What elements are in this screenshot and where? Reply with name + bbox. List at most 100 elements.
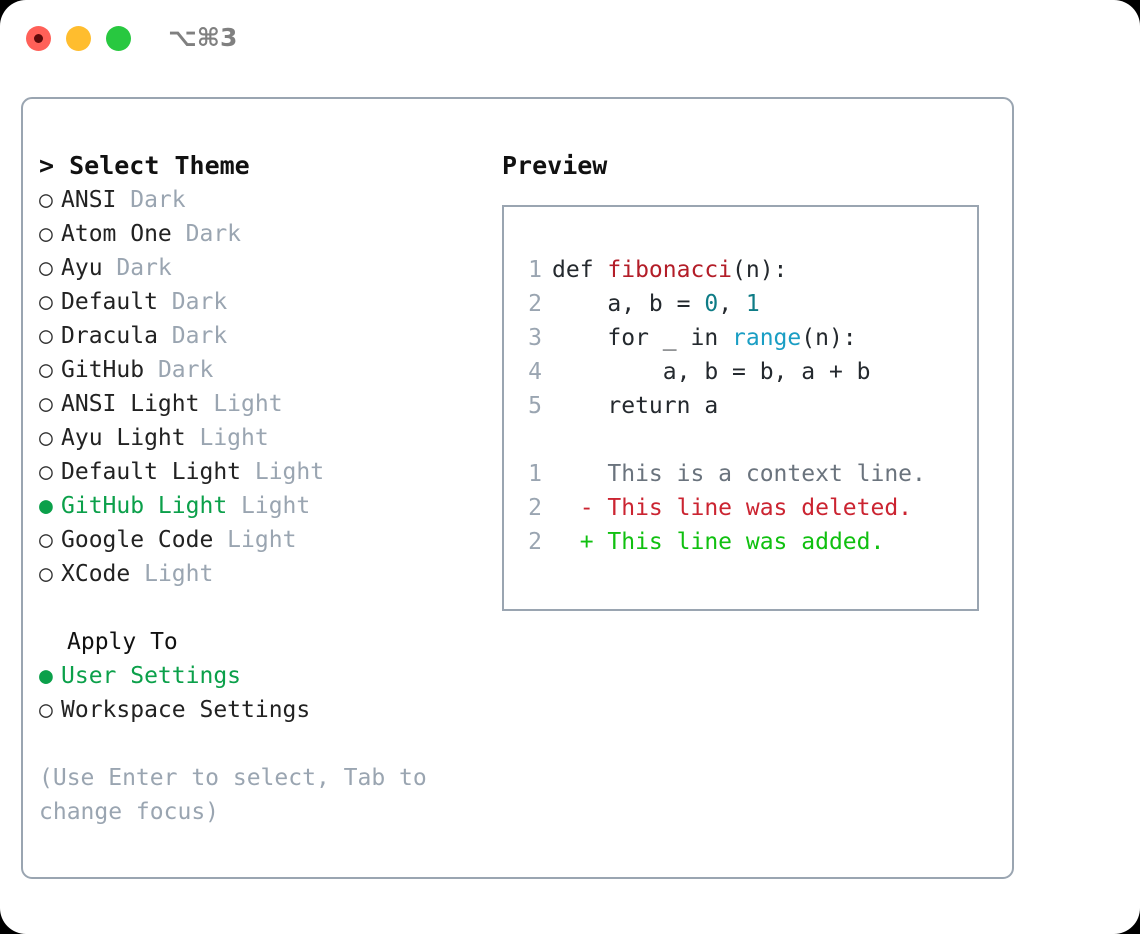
title-bar: ⌥⌘3 [0,0,1140,78]
code-token: 0 [704,291,719,317]
theme-list-item[interactable]: ○ Google Code Light [39,523,489,557]
radio-unselected-icon: ○ [39,425,53,451]
line-number: 2 [528,291,542,317]
code-line: 3 for _ in range(n): [516,321,973,355]
radio-unselected-icon: ○ [39,459,53,485]
theme-variant-badge: Light [213,527,297,553]
apply-to-option-label: User Settings [61,663,242,689]
theme-list-item[interactable]: ○ ANSI Light Light [39,387,489,421]
line-number: 2 [528,495,542,521]
radio-unselected-icon: ○ [39,221,53,247]
keyboard-hint-text: (Use Enter to select, Tab to change focu… [39,765,427,825]
code-token: a, b = b, a + b [662,359,871,385]
theme-variant-badge: Light [199,391,283,417]
code-indent [552,359,663,385]
diff-line: 2 - This line was deleted. [516,491,973,525]
radio-unselected-icon: ○ [39,391,53,417]
code-line: 5 return a [516,389,973,423]
theme-variant-badge: Dark [116,187,186,213]
theme-variant-badge: Light [241,459,325,485]
line-number: 5 [528,393,542,419]
diff-line: 1 This is a context line. [516,457,973,491]
radio-unselected-icon: ○ [39,561,53,587]
theme-list-item[interactable]: ○ Default Dark [39,285,489,319]
radio-unselected-icon: ○ [39,187,53,213]
page-title: > Select Theme [39,151,250,180]
code-token: range [732,325,802,351]
line-number: 1 [528,461,542,487]
theme-list-item[interactable]: ○ Default Light Light [39,455,489,489]
theme-variant-badge: Dark [144,357,214,383]
maximize-button-icon[interactable] [106,26,131,51]
diff-del-text: - This line was deleted. [552,495,913,521]
theme-variant-badge: Dark [102,255,172,281]
minimize-button-icon[interactable] [66,26,91,51]
apply-to-title: Apply To [67,629,178,655]
theme-name: ANSI Light [61,391,200,417]
radio-unselected-icon: ○ [39,697,53,723]
radio-unselected-icon: ○ [39,527,53,553]
apply-to-section: Apply To ● User Settings ○Workspace Settin… [39,625,489,727]
theme-list-item[interactable]: ○ XCode Light [39,557,489,591]
theme-variant-badge: Light [130,561,214,587]
main-card: > Select Theme ○ANSI Dark○Atom One Dark○… [21,97,1014,879]
theme-list-item[interactable]: ○GitHub Dark [39,353,489,387]
theme-list[interactable]: ○ANSI Dark○Atom One Dark○Ayu Dark○Defaul… [39,183,489,591]
theme-list-item[interactable]: ○ Ayu Light Light [39,421,489,455]
theme-selection-pane: > Select Theme ○ANSI Dark○Atom One Dark○… [39,149,489,829]
code-indent [552,325,607,351]
theme-name: Dracula [61,323,158,349]
traffic-light-buttons [26,26,131,51]
theme-name: Google Code [61,527,214,553]
apply-to-option[interactable]: ○Workspace Settings [39,693,489,727]
theme-variant-badge: Dark [171,221,242,247]
theme-name: Ayu [61,255,103,281]
code-token: 1 [745,291,760,317]
theme-name: GitHub [61,357,145,383]
radio-unselected-icon: ○ [39,289,53,315]
radio-selected-icon: ● [39,493,53,519]
code-token: fibonacci [607,257,733,283]
apply-to-option[interactable]: ● User Settings [39,659,489,693]
code-line: 4 a, b = b, a + b [516,355,973,389]
radio-unselected-icon: ○ [39,323,53,349]
code-token: , [718,291,746,317]
code-sample: 1 def fibonacci(n): 2 a, b = 0, 1 3 for _ i… [516,253,973,559]
radio-selected-icon: ● [39,663,53,689]
line-number: 2 [528,529,542,555]
theme-name: XCode [61,561,131,587]
theme-name: GitHub Light [61,493,228,519]
diff-add-text: + This line was added. [552,529,885,555]
preview-box: 1 def fibonacci(n): 2 a, b = 0, 1 3 for _ i… [502,205,979,611]
line-number: 1 [528,257,542,283]
code-lines: 1 def fibonacci(n): 2 a, b = 0, 1 3 for _ i… [516,253,973,423]
theme-name: Default [61,289,158,315]
theme-list-item[interactable]: ○ Dracula Dark [39,319,489,353]
code-token: (n): [732,257,788,283]
code-line: 1 def fibonacci(n): [516,253,973,287]
theme-variant-badge: Dark [157,289,228,315]
apply-to-options[interactable]: ● User Settings ○Workspace Settings [39,659,489,727]
diff-context-text: This is a context line. [552,461,926,487]
theme-variant-badge: Light [185,425,269,451]
keyboard-shortcut-label: ⌥⌘3 [168,23,238,52]
theme-list-item[interactable]: ● GitHub Light Light [39,489,489,523]
code-token: return a [607,393,719,419]
code-indent [552,291,607,317]
code-indent [552,393,607,419]
theme-name: ANSI [61,187,117,213]
theme-name: Default Light [61,459,242,485]
close-button-icon[interactable] [26,26,51,51]
theme-list-item[interactable]: ○Ayu Dark [39,251,489,285]
spacer [516,423,973,457]
theme-list-item[interactable]: ○ ANSI Dark [39,183,489,217]
theme-variant-badge: Light [227,493,311,519]
code-token: def [552,257,608,283]
code-token: a, b = [607,291,705,317]
theme-list-item[interactable]: ○Atom One Dark [39,217,489,251]
theme-name: Ayu Light [61,425,186,451]
theme-variant-badge: Dark [157,323,228,349]
diff-line: 2 + This line was added. [516,525,973,559]
